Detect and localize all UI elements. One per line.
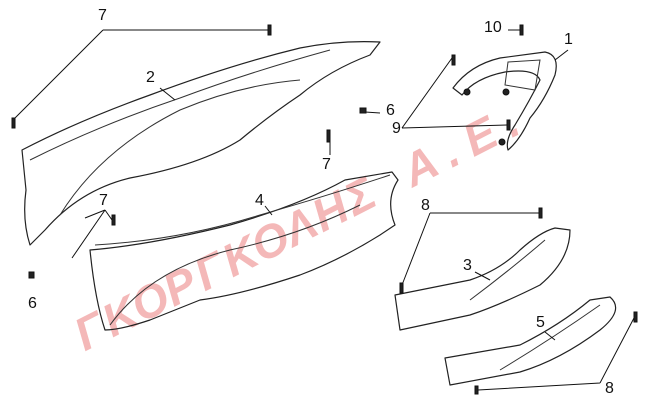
callout-7: 7 — [99, 192, 108, 209]
callout-4: 4 — [255, 192, 264, 209]
callout-9: 9 — [392, 120, 401, 137]
callout-3: 3 — [463, 257, 472, 274]
callout-7: 7 — [322, 156, 331, 173]
part-5-lower-cover — [444, 296, 617, 386]
callout-6: 6 — [386, 102, 395, 119]
callout-1: 1 — [564, 31, 573, 48]
part-3-lower-cover — [394, 227, 571, 331]
part-2-side-cover — [21, 41, 381, 246]
callout-2: 2 — [146, 69, 155, 86]
callout-8: 8 — [605, 380, 614, 397]
callout-5: 5 — [536, 314, 545, 331]
callout-6: 6 — [28, 295, 37, 312]
callout-7: 7 — [98, 7, 107, 24]
callout-8: 8 — [421, 197, 430, 214]
part-1-rear-carrier — [452, 51, 557, 151]
callout-10: 10 — [484, 19, 502, 36]
part-4-side-cover — [89, 171, 399, 331]
